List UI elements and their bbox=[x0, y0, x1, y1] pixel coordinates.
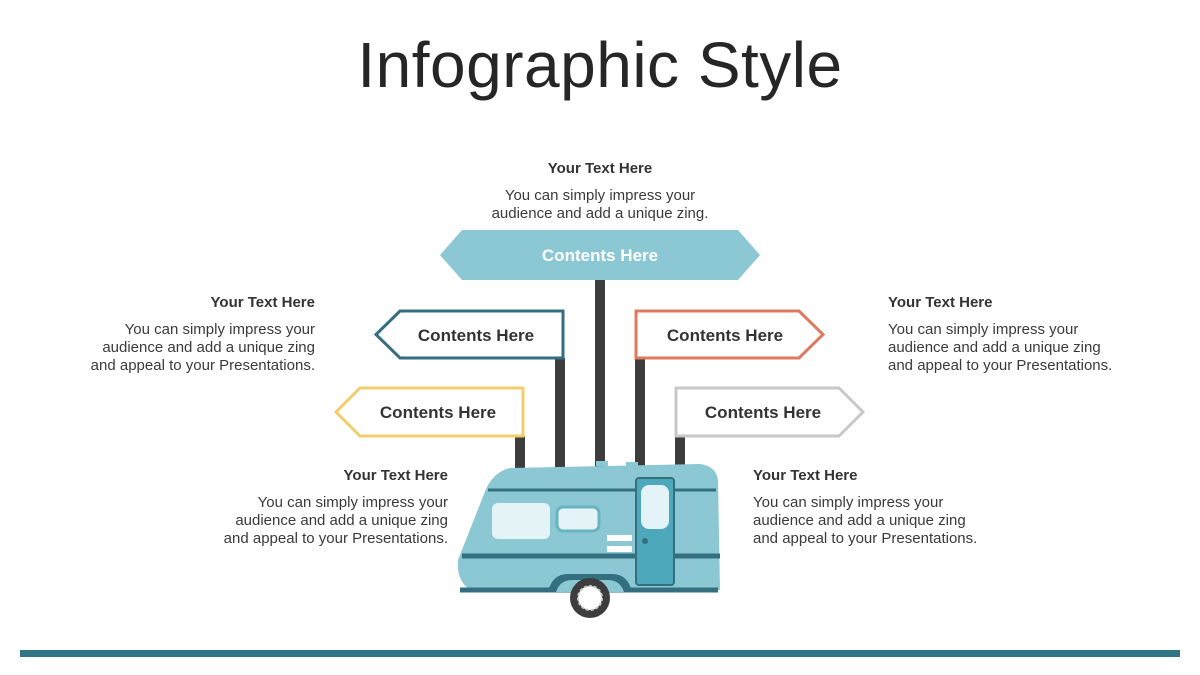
sign-mid-right-shape bbox=[634, 309, 826, 360]
text-line: You can simply impress your bbox=[257, 494, 448, 511]
page-title: Infographic Style bbox=[357, 29, 843, 101]
sign-low-right-shape bbox=[674, 386, 866, 438]
text-block-body: You can simply impress your audience and… bbox=[148, 494, 448, 548]
sign-top: Contents Here bbox=[440, 230, 760, 280]
sign-mid-right-label: Contents Here bbox=[667, 326, 783, 345]
text-line: audience and add a unique zing. bbox=[491, 205, 709, 222]
sign-top-shape bbox=[440, 230, 760, 280]
caravan-icon bbox=[457, 461, 720, 618]
text-line: You can simply impress your bbox=[504, 187, 696, 204]
text-line: and appeal to your Presentations. bbox=[223, 530, 448, 547]
text-block-lower-right: Your Text Here You can simply impress yo… bbox=[753, 467, 1053, 548]
text-line: and appeal to your Presentations. bbox=[888, 357, 1113, 374]
text-block-upper-left: Your Text Here You can simply impress yo… bbox=[15, 294, 315, 375]
sign-mid-left-shape bbox=[373, 309, 565, 360]
text-line: You can simply impress your bbox=[124, 321, 315, 338]
text-line: and appeal to your Presentations. bbox=[753, 530, 978, 547]
bottom-bar bbox=[20, 650, 1180, 657]
caravan-wheel-hub bbox=[577, 585, 603, 611]
sign-mid-left-label: Contents Here bbox=[418, 326, 534, 345]
text-block-lower-left: Your Text Here You can simply impress yo… bbox=[148, 467, 448, 548]
caravan-door-handle bbox=[642, 538, 648, 544]
text-block-heading: Your Text Here bbox=[547, 160, 653, 177]
text-line: audience and add a unique zing bbox=[235, 512, 448, 529]
sign-low-left-label: Contents Here bbox=[380, 403, 496, 422]
post-low-left bbox=[515, 436, 525, 470]
text-block-top: Your Text Here You can simply impress yo… bbox=[450, 160, 750, 223]
caravan-vent-slot bbox=[607, 535, 632, 541]
text-line: You can simply impress your bbox=[888, 321, 1079, 338]
text-block-heading: Your Text Here bbox=[210, 294, 315, 311]
text-block-body: You can simply impress your audience and… bbox=[888, 321, 1188, 375]
caravan-vent bbox=[596, 461, 608, 466]
text-line: audience and add a unique zing bbox=[102, 339, 315, 356]
caravan-door-window bbox=[641, 485, 669, 529]
caravan-vent-slot bbox=[607, 546, 632, 552]
text-block-heading: Your Text Here bbox=[888, 294, 993, 311]
text-block-body: You can simply impress your audience and… bbox=[15, 321, 315, 375]
text-line: audience and add a unique zing bbox=[888, 339, 1101, 356]
caravan-window bbox=[492, 503, 550, 539]
text-block-body: You can simply impress your audience and… bbox=[450, 187, 750, 223]
caravan-window bbox=[555, 505, 601, 533]
text-block-upper-right: Your Text Here You can simply impress yo… bbox=[888, 294, 1188, 375]
text-line: and appeal to your Presentations. bbox=[90, 357, 315, 374]
sign-mid-left: Contents Here bbox=[373, 309, 565, 360]
text-block-heading: Your Text Here bbox=[753, 467, 858, 484]
post-low-right bbox=[675, 436, 685, 470]
text-block-heading: Your Text Here bbox=[343, 467, 448, 484]
post-center bbox=[595, 280, 605, 468]
text-block-body: You can simply impress your audience and… bbox=[753, 494, 1053, 548]
post-mid-right bbox=[635, 358, 645, 468]
sign-low-left: Contents Here bbox=[333, 386, 525, 438]
post-mid-left bbox=[555, 358, 565, 468]
sign-top-label: Contents Here bbox=[542, 246, 658, 265]
sign-low-right: Contents Here bbox=[674, 386, 866, 438]
caravan-vent bbox=[626, 462, 638, 467]
sign-low-right-label: Contents Here bbox=[705, 403, 821, 422]
sign-low-left-shape bbox=[333, 386, 525, 438]
text-line: audience and add a unique zing bbox=[753, 512, 966, 529]
sign-mid-right: Contents Here bbox=[634, 309, 826, 360]
text-line: You can simply impress your bbox=[753, 494, 944, 511]
